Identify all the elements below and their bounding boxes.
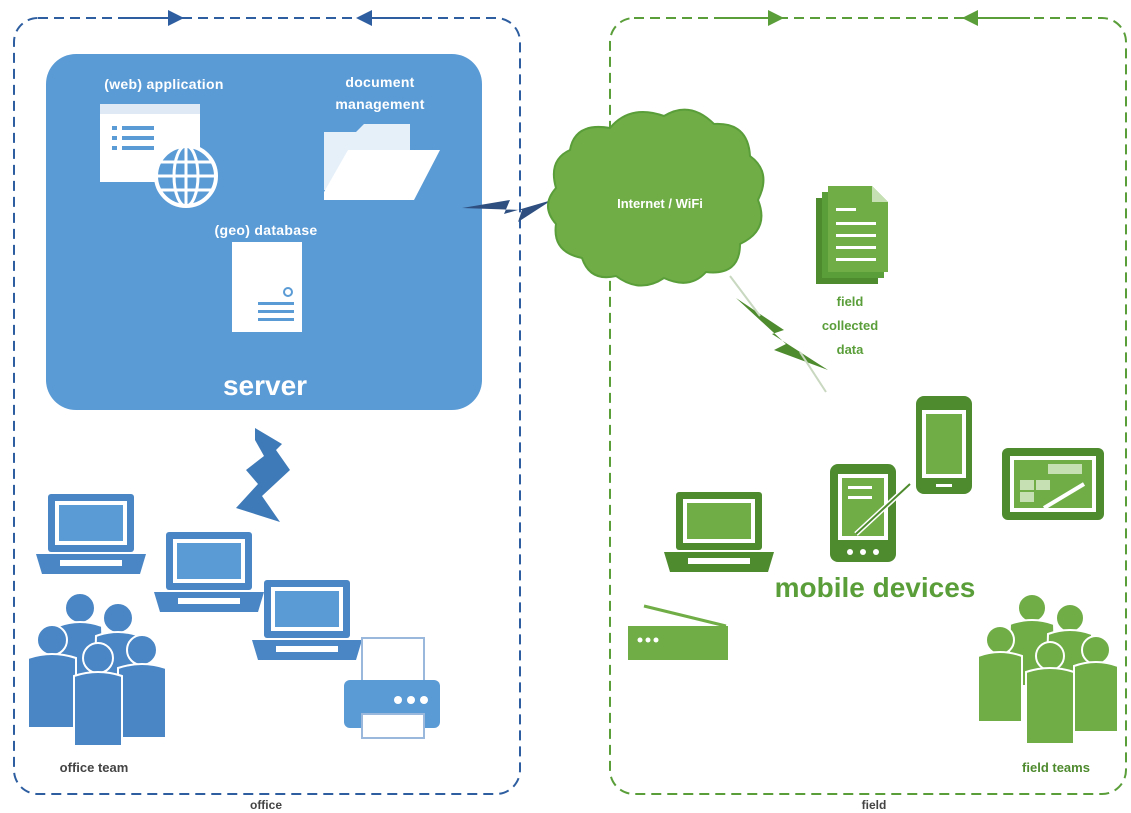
laptop-icon xyxy=(664,492,774,572)
document-management-label-1: document xyxy=(345,74,415,90)
lightning-icon xyxy=(462,200,552,222)
globe-icon xyxy=(154,144,218,208)
web-application-label: (web) application xyxy=(104,76,224,92)
pda-icon xyxy=(830,464,912,562)
laptop-icon xyxy=(154,532,264,612)
gps-receiver-icon xyxy=(628,604,728,660)
field-collected-data-label-1: field xyxy=(836,294,864,309)
field-collected-data-label-3: data xyxy=(836,342,864,357)
server-tower-icon xyxy=(232,242,302,332)
people-icon xyxy=(27,592,167,747)
office-team-label: office team xyxy=(59,760,129,775)
office-zone xyxy=(13,10,521,795)
server-title: server xyxy=(222,370,308,401)
smartphone-icon xyxy=(916,396,972,494)
mobile-devices-label: mobile devices xyxy=(774,572,976,603)
document-stack-icon xyxy=(816,186,888,284)
field-zone xyxy=(609,10,1127,795)
document-management-label-2: management xyxy=(335,96,425,112)
tablet-icon xyxy=(1002,448,1104,520)
printer-icon xyxy=(344,637,440,739)
folder-icon xyxy=(324,124,440,200)
laptop-icon xyxy=(36,494,146,574)
field-collected-data-label-2: collected xyxy=(821,318,879,333)
field-zone-label: field xyxy=(861,798,887,812)
geo-database-label: (geo) database xyxy=(214,222,318,238)
laptop-icon xyxy=(252,580,362,660)
lightning-icon xyxy=(236,428,290,522)
browser-window-icon xyxy=(100,104,200,182)
internet-wifi-label: Internet / WiFi xyxy=(617,196,703,211)
field-teams-label: field teams xyxy=(1022,760,1090,775)
office-zone-label: office xyxy=(249,798,282,812)
cloud-icon xyxy=(547,108,765,287)
people-icon xyxy=(977,593,1119,745)
